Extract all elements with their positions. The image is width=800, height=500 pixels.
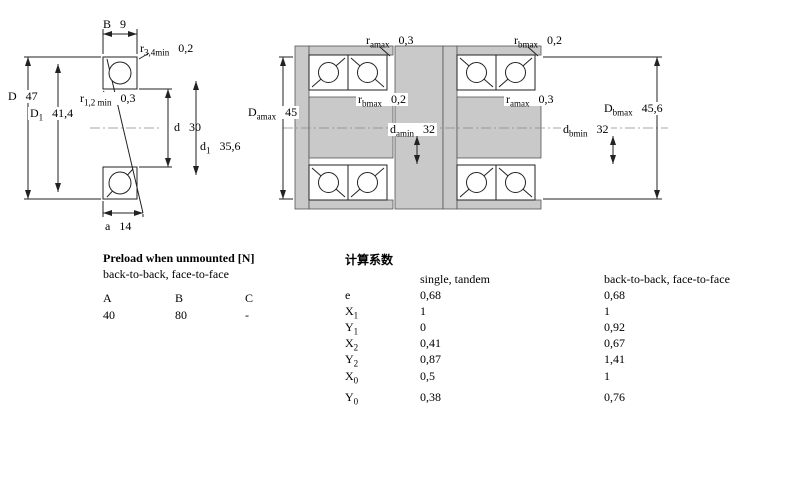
preload-value-row: 40 80 - [103,308,285,323]
preload-val-a: 40 [103,308,115,322]
bearing-cross-section [102,56,144,214]
factors-col2-header: back-to-back, face-to-face [604,272,730,286]
factors-title: 计算系数 [345,253,394,267]
left-dimension-lines [24,29,199,217]
preload-col-b: B [175,291,184,305]
factors-col1-header: single, tandem [420,272,490,286]
preload-col-c: C [245,291,254,305]
arrangement-a-bearings [308,54,388,201]
arrangement-b-bearings [456,54,536,201]
preload-subtitle: back-to-back, face-to-face [103,267,229,281]
preload-val-b: 80 [175,308,187,322]
preload-col-a: A [103,291,112,305]
preload-table: A B C 40 80 - [103,291,403,331]
preload-val-c: - [245,308,249,322]
arrangement-dimension-lines [279,46,662,200]
preload-header-row: A B C [103,291,285,306]
preload-title: Preload when unmounted [N] [103,251,255,265]
